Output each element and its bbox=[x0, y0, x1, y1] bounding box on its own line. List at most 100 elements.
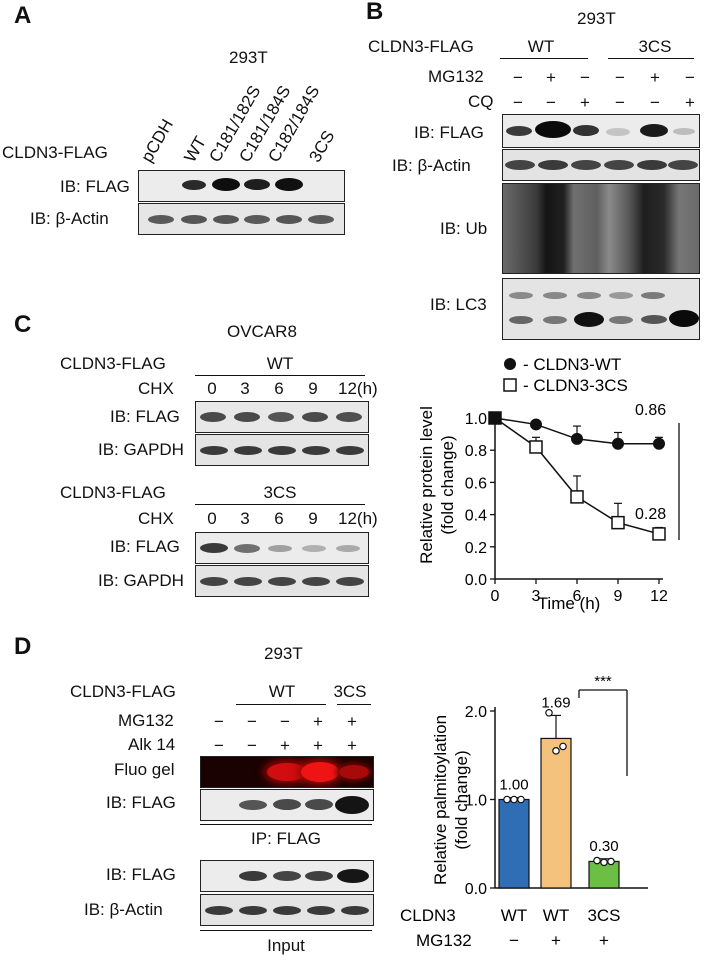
panel-b-sign: − bbox=[546, 93, 556, 112]
line-chart-legend: - CLDN3-WT- CLDN3-3CS bbox=[503, 355, 628, 395]
panel-d-group-line bbox=[236, 704, 326, 705]
bar-chart-y-tick-label: 0.0 bbox=[465, 881, 487, 898]
panel-b-group-line bbox=[608, 58, 694, 59]
panel-a-letter: A bbox=[14, 2, 32, 29]
panel-d-sign: + bbox=[313, 712, 323, 731]
panel-d-sign: − bbox=[247, 712, 257, 731]
line-chart-y-tick-label: 0.4 bbox=[465, 508, 487, 525]
panel-d-letter: D bbox=[14, 633, 32, 660]
panel-b-row-label: CLDN3-FLAG bbox=[368, 37, 474, 56]
bar-category-label: WT bbox=[501, 906, 527, 925]
ip-label: IP: FLAG bbox=[251, 829, 321, 848]
bar-chart-ylabel-line: Relative palmitoylation bbox=[431, 715, 450, 885]
line-chart-point-3cs bbox=[570, 490, 584, 504]
line-chart-wt-end-label: 0.86 bbox=[635, 402, 666, 419]
line-chart-point-3cs bbox=[652, 527, 666, 541]
panel-c-blot-label: IB: FLAG bbox=[110, 407, 180, 426]
panel-d-sign: − bbox=[280, 712, 290, 731]
bar-data-point bbox=[517, 795, 525, 804]
line-chart-point-wt bbox=[653, 437, 665, 450]
panel-b-sign: − bbox=[615, 68, 625, 87]
panel-b-group-line bbox=[500, 58, 588, 59]
line-chart-point-wt bbox=[571, 432, 583, 445]
panel-b-blot-label: IB: FLAG bbox=[414, 123, 484, 142]
panel-a-lane-label: 3CS bbox=[305, 127, 339, 166]
panel-d-group-line bbox=[337, 704, 371, 705]
bar-value-label: 0.30 bbox=[589, 838, 618, 855]
panel-b-letter: B bbox=[366, 0, 384, 25]
panel-d-blot-label: Fluo gel bbox=[114, 760, 175, 779]
panel-b-sign: + bbox=[580, 93, 590, 112]
line-chart-point-3cs bbox=[529, 440, 543, 454]
legend-marker-wt bbox=[504, 358, 516, 370]
panel-d-sign: − bbox=[214, 712, 224, 731]
panel-c-timepoint: 0 bbox=[207, 509, 217, 528]
panel-a-lane-label: WT bbox=[180, 133, 211, 166]
panel-b-sign: − bbox=[650, 93, 660, 112]
line-chart-y-tick-label: 0.8 bbox=[465, 443, 487, 460]
panel-c-group: 3CS bbox=[263, 483, 297, 502]
blot-d-fluo-gel bbox=[200, 756, 374, 788]
bar-data-point bbox=[503, 795, 511, 804]
panel-c-timepoint: 6 bbox=[274, 509, 284, 528]
panel-a-row-label: CLDN3-FLAG bbox=[2, 143, 108, 162]
panel-d-group: 3CS bbox=[333, 682, 367, 701]
bar-value-label: 1.00 bbox=[499, 777, 528, 794]
panel-a-blot-label: IB: FLAG bbox=[60, 177, 130, 196]
bar-chart-category-labels: WT−WT+3CS+ bbox=[501, 906, 621, 950]
panel-c-timepoint: 3 bbox=[240, 509, 250, 528]
line-chart-x-tick-label: 9 bbox=[614, 588, 623, 605]
line-chart-y-tick-label: 0.2 bbox=[465, 540, 487, 557]
panel-b-group: WT bbox=[527, 37, 555, 56]
panel-c-row-label: CLDN3-FLAG bbox=[60, 354, 166, 373]
bar-value-label: 1.69 bbox=[541, 694, 570, 711]
blot-b-ub bbox=[502, 183, 700, 274]
panel-d-blot-label: IB: FLAG bbox=[106, 793, 176, 812]
bar-category-label: 3CS bbox=[587, 906, 620, 925]
blot-a-flag bbox=[138, 170, 345, 202]
panel-d-sign: − bbox=[247, 736, 257, 755]
line-chart-x-tick-label: 3 bbox=[532, 588, 541, 605]
panel-d-cell-line: 293T bbox=[264, 644, 303, 663]
panel-c-timepoint: 9 bbox=[308, 379, 318, 398]
palmitoylation-bar-chart: Relative palmitoylation(fold change) 0.0… bbox=[400, 673, 648, 950]
bar bbox=[540, 737, 572, 889]
panel-d-row-label: CLDN3-FLAG bbox=[70, 682, 176, 701]
panel-c-group-line bbox=[195, 375, 365, 376]
panel-a-lane-label: pCDH bbox=[137, 115, 178, 166]
panel-c-chx-label: CHX bbox=[138, 509, 174, 528]
line-chart-cs-end-label: 0.28 bbox=[635, 506, 666, 523]
blot-c-3cs-gapdh bbox=[195, 565, 369, 597]
panel-d-treatment-label: Alk 14 bbox=[128, 735, 176, 754]
bar-data-point bbox=[510, 795, 518, 804]
panel-d-sign: + bbox=[280, 736, 290, 755]
bar-data-point bbox=[607, 857, 615, 866]
line-chart-point-3cs bbox=[611, 515, 625, 530]
panel-b-blot-label: IB: LC3 bbox=[430, 295, 487, 314]
input-divider-line bbox=[200, 930, 372, 931]
panel-c-cell-line: OVCAR8 bbox=[227, 322, 297, 341]
panel-d-treatment-label: MG132 bbox=[118, 711, 174, 730]
panel-b-treatment-label: CQ bbox=[468, 92, 494, 111]
panel-b-sign: − bbox=[513, 68, 523, 87]
line-chart-ylabel: Relative protein level(fold change) bbox=[417, 406, 457, 564]
panel-c-timepoint: 12(h) bbox=[338, 509, 378, 528]
bar-data-point bbox=[552, 747, 560, 755]
bar-chart-row-label: CLDN3 bbox=[400, 906, 456, 925]
panel-a-cell-line: 293T bbox=[229, 48, 268, 67]
bar-mg132-sign: − bbox=[509, 931, 519, 950]
panel-c-group-line bbox=[195, 504, 365, 505]
line-chart-marks bbox=[488, 411, 666, 541]
line-chart-point-wt bbox=[530, 418, 542, 431]
bar-data-point bbox=[593, 856, 601, 865]
line-chart-xlabel: Time (h) bbox=[538, 594, 601, 613]
panel-b-sign: − bbox=[685, 68, 695, 87]
blot-b-actin bbox=[502, 149, 700, 181]
bar-mg132-sign: + bbox=[599, 931, 609, 950]
bar-chart-row-label: MG132 bbox=[416, 931, 472, 950]
panel-b-sign: − bbox=[580, 68, 590, 87]
panel-b-blot-label: IB: β-Actin bbox=[392, 156, 471, 175]
ip-divider-line bbox=[200, 824, 372, 825]
bar-chart-y-tick-label: 1.0 bbox=[465, 793, 487, 810]
